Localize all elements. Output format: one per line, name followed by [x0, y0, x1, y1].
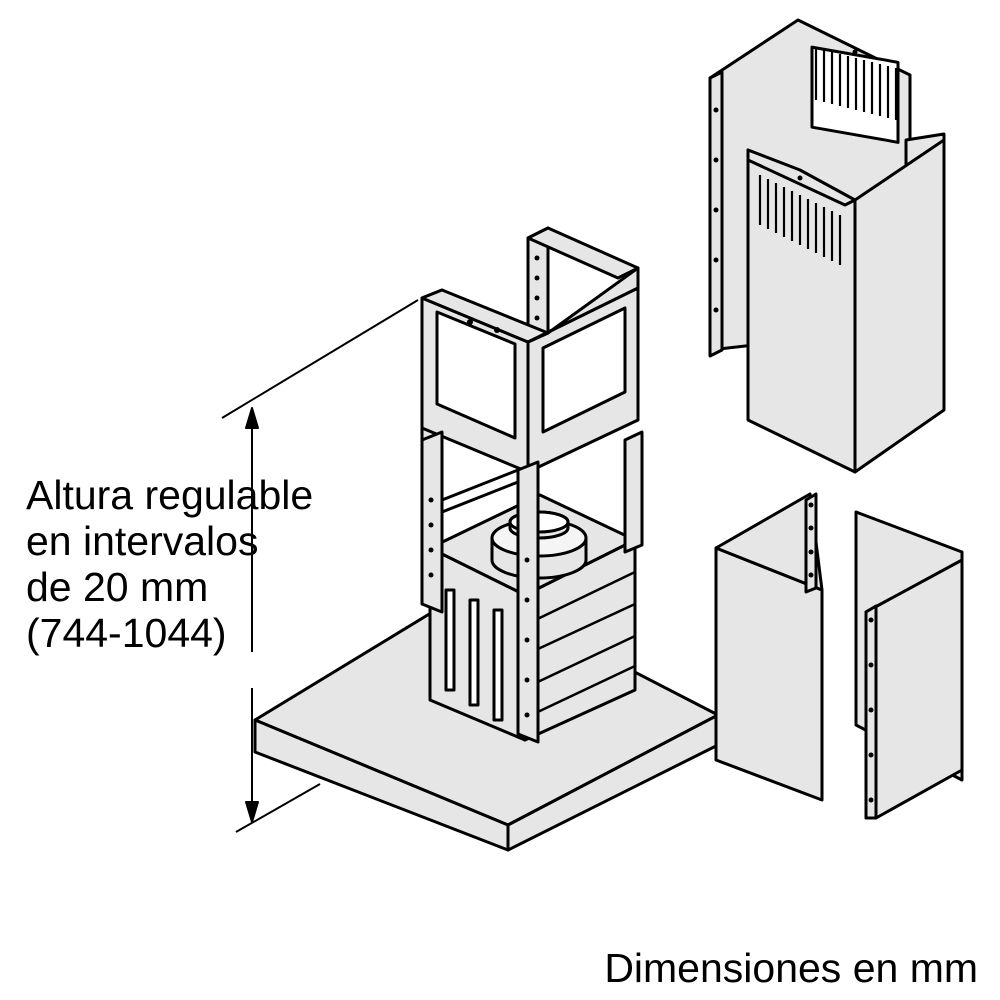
support-frame: [420, 226, 644, 744]
upper-chimney-front: [746, 138, 946, 474]
height-label-line-1: Altura regulable: [26, 472, 314, 518]
height-dimension: [221, 299, 419, 833]
height-label-line-3: de 20 mm: [26, 564, 209, 610]
adjustable-height-label: Altura regulable en intervalos de 20 mm …: [26, 472, 313, 656]
units-label: Dimensiones en mm: [604, 945, 978, 991]
lower-chimney-right: [854, 510, 964, 820]
height-label-line-2: en intervalos: [26, 518, 259, 564]
lower-chimney-left: [714, 492, 824, 802]
height-label-line-4: (744-1044): [26, 610, 227, 656]
